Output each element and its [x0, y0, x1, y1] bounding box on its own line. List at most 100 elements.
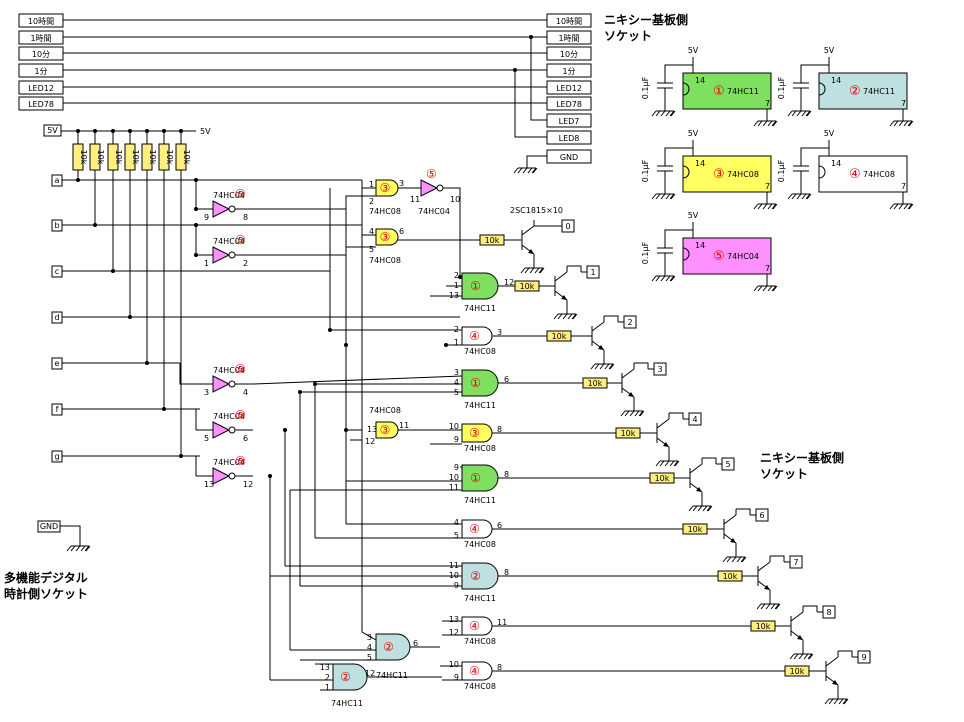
wire — [554, 271, 568, 282]
pin-number: 12 — [365, 437, 375, 446]
ground-symbol — [787, 193, 793, 200]
ground-symbol — [513, 167, 519, 174]
wire — [591, 321, 605, 332]
junction-dot — [268, 474, 272, 478]
ground-symbol — [557, 313, 563, 320]
input-pin-label: g — [54, 452, 59, 461]
resistor-value: 10k — [756, 622, 771, 631]
capacitor-value: 0.1μF — [777, 76, 786, 99]
wire — [443, 187, 461, 275]
junction-dot — [444, 343, 448, 347]
ground-symbol — [609, 363, 615, 370]
ground-symbol — [620, 410, 626, 417]
ground-symbol — [529, 267, 535, 274]
pin-number: 14 — [831, 159, 841, 168]
transistor-part: 2SC1815×10 — [510, 206, 563, 215]
transistor-arrow — [561, 295, 567, 300]
inverter-gate — [212, 200, 231, 218]
inverter-gate — [212, 467, 231, 485]
pin-number: 10 — [449, 473, 459, 482]
junction-dot — [313, 382, 317, 386]
ground-symbol — [828, 698, 834, 705]
and-gate-hc11 — [461, 464, 499, 492]
unit-number: ③ — [469, 426, 480, 440]
vcc-label-label: 5V — [47, 126, 58, 135]
gate-part: 74HC08 — [464, 637, 496, 646]
pin-number: 10 — [449, 660, 459, 669]
junction-dot — [194, 178, 198, 182]
ground-symbol — [801, 193, 807, 200]
pullup-resistor — [107, 143, 119, 171]
ground-symbol — [534, 267, 540, 274]
ground-symbol — [889, 203, 895, 210]
wire — [514, 70, 547, 138]
pin-number: 4 — [369, 227, 374, 236]
ground-symbol — [772, 285, 778, 292]
input-pin-label: a — [55, 176, 60, 185]
ground-symbol — [907, 203, 913, 210]
ground-symbol — [562, 313, 568, 320]
pin-number: 13 — [449, 615, 459, 624]
wire — [800, 64, 829, 83]
ground-symbol — [707, 505, 713, 512]
ground-symbol — [688, 505, 694, 512]
wire — [838, 650, 853, 657]
ic-notch — [682, 247, 690, 261]
inverter-part: 74HC04 — [213, 366, 245, 375]
pin-number: 11 — [410, 195, 420, 204]
junction-dot — [162, 407, 166, 411]
socket-left-pin-label: 10分 — [32, 50, 50, 59]
input-pin-label: d — [54, 313, 59, 322]
resistor-value: 10k — [621, 429, 636, 438]
pin-number: 14 — [695, 159, 705, 168]
ground-symbol — [522, 167, 528, 174]
pin-number: 12 — [243, 480, 253, 489]
pin-number: 13 — [367, 425, 377, 434]
pin-number: 7 — [765, 264, 770, 273]
ground-symbol — [553, 313, 559, 320]
unit-number: ① — [470, 279, 481, 293]
ground-symbol — [806, 110, 812, 117]
ground-symbol — [806, 193, 812, 200]
socket-left-pin-label: 10時間 — [28, 17, 54, 26]
ground-symbol — [903, 120, 909, 127]
and-gate-hc08 — [375, 421, 399, 439]
pin-number: 5 — [367, 653, 372, 662]
output-pin — [755, 508, 769, 522]
ground-symbol — [664, 460, 670, 467]
ic-notch — [818, 165, 826, 179]
socket-right-pin-label: 1分 — [562, 67, 575, 76]
output-pin — [586, 265, 600, 279]
socket-right-pin — [546, 130, 592, 145]
ground-symbol — [798, 653, 804, 660]
pin-number: 1 — [204, 259, 209, 268]
input-pin — [51, 174, 63, 187]
inverter-bubble — [228, 472, 236, 480]
pin-number: 12 — [449, 628, 459, 637]
ic-notch — [682, 165, 690, 179]
ground-symbol — [567, 313, 573, 320]
wire — [521, 225, 535, 236]
wire — [621, 368, 635, 379]
unit-number: ② — [340, 670, 351, 684]
ground-symbol — [796, 193, 802, 200]
ground-symbol — [520, 267, 526, 274]
ground-symbol — [655, 275, 661, 282]
socket-right-pin-label: LED7 — [559, 117, 580, 126]
junction-dot — [128, 129, 132, 133]
pin-number: 12 — [365, 669, 375, 678]
ground-symbol — [655, 460, 661, 467]
ground-symbol — [655, 110, 661, 117]
ground-symbol — [741, 556, 747, 563]
ground-symbol — [770, 603, 776, 610]
clock-socket-title: 時計側ソケット — [4, 586, 88, 601]
socket-right-pin-label: 1時間 — [558, 34, 579, 43]
ground-symbol — [639, 410, 645, 417]
pin-number: 9 — [204, 213, 209, 222]
unit-number: ④ — [469, 619, 480, 633]
resistor-value: 10k — [723, 572, 738, 581]
junction-dot — [283, 428, 287, 432]
ground-symbol — [604, 363, 610, 370]
pin-number: 8 — [504, 568, 509, 577]
pin-number: 5 — [369, 245, 374, 254]
